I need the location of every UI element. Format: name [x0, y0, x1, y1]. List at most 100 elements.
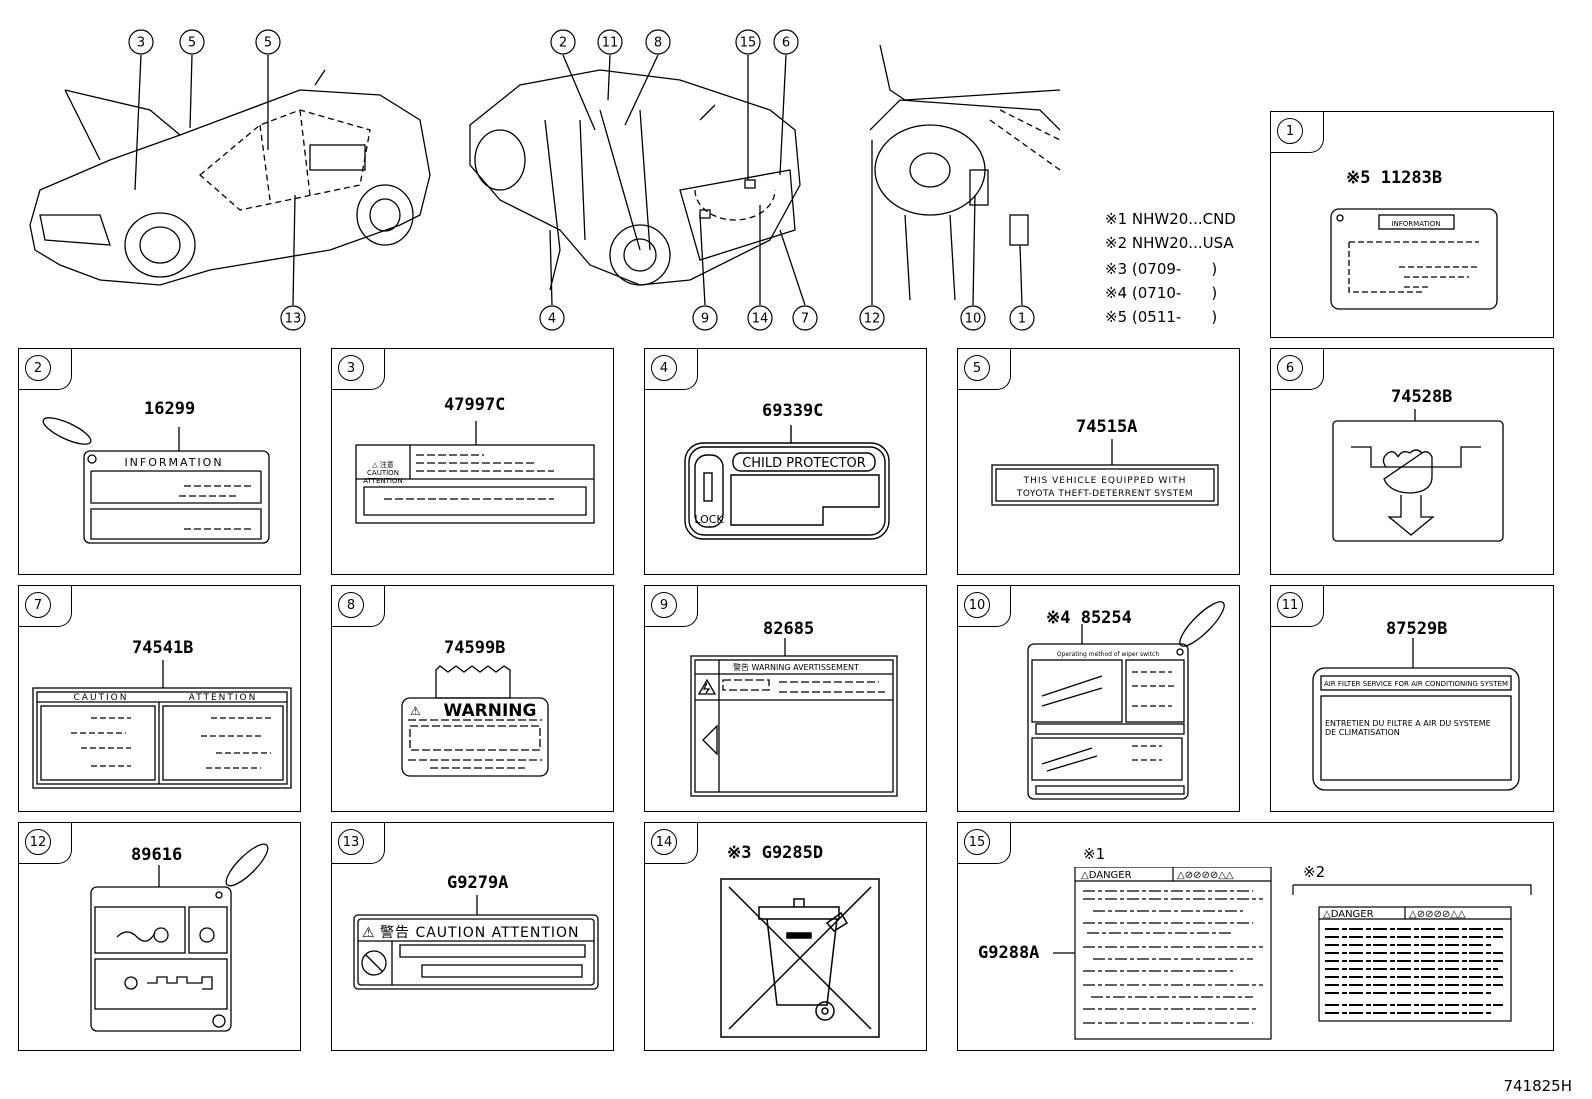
part-number: G9288A — [978, 943, 1040, 963]
callout-number: 11 — [602, 36, 619, 51]
label-heading: WARNING — [444, 701, 537, 721]
callout-12: 12 — [859, 305, 885, 331]
panel-tab — [958, 823, 1011, 864]
panel-number: 15 — [964, 829, 990, 855]
panel-tab — [19, 349, 72, 390]
panel-tab — [332, 823, 385, 864]
label-drawing — [1332, 409, 1504, 542]
variant-mark-1: ※1 — [1083, 845, 1106, 863]
applicability-note: ※1 NHW20...CND — [1105, 210, 1236, 228]
panel-number: 5 — [964, 355, 990, 381]
label-right: ATTENTION — [189, 693, 258, 703]
diagram-reference-number: 741825H — [1503, 1077, 1572, 1095]
label-drawing: ⚠ WARNING — [401, 665, 549, 777]
part-number: 47997C — [444, 395, 506, 415]
label-drawing: CAUTION ATTENTION — [32, 660, 292, 789]
label-panel-2: 2 16299 INFORMATION — [18, 348, 301, 575]
label-panel-5: 5 74515A THIS VEHICLE EQUIPPED WITH TOYO… — [957, 348, 1240, 575]
callout-number: 13 — [285, 312, 302, 327]
callout-11: 11 — [597, 29, 623, 55]
callout-15: 15 — [735, 29, 761, 55]
label-line-1: AIR FILTER SERVICE FOR AIR CONDITIONING … — [1324, 680, 1508, 688]
callout-10: 10 — [960, 305, 986, 331]
callout-number: 12 — [864, 312, 881, 327]
panel-tab — [1271, 112, 1324, 153]
crossed-bin-icon — [720, 878, 880, 1038]
danger-heading-2: △DANGER — [1323, 909, 1374, 920]
part-number: ※5 11283B — [1346, 168, 1443, 188]
callout-number: 14 — [752, 312, 769, 327]
part-number: 74515A — [1076, 417, 1138, 437]
panel-number: 7 — [25, 592, 51, 618]
label-drawing: 警告 WARNING AVERTISSEMENT — [690, 638, 898, 797]
panel-number: 8 — [338, 592, 364, 618]
variant-mark-2: ※2 — [1303, 863, 1326, 881]
hazard-symbols-1: △⊘⊘⊘⊘△△ — [1177, 870, 1234, 881]
label-panel-15: 15 ※1 ※2 G9288A △DANGER △⊘⊘⊘⊘△△ △DANGER … — [957, 822, 1554, 1051]
label-drawing: Operating method of wiper switch — [1027, 601, 1225, 800]
part-number: ※4 85254 — [1046, 608, 1132, 628]
label-panel-9: 9 82685 警告 WARNING AVERTISSEMENT — [644, 585, 927, 812]
callout-7: 7 — [792, 305, 818, 331]
part-number: 16299 — [144, 399, 196, 419]
label-drawing: INFORMATION — [1330, 208, 1498, 310]
panel-tab — [1271, 586, 1324, 627]
callout-number: 4 — [548, 312, 556, 327]
label-drawing — [90, 843, 269, 1032]
panel-tab — [1271, 349, 1324, 390]
panel-number: 3 — [338, 355, 364, 381]
panel-number: 14 — [651, 829, 677, 855]
label-panel-12: 12 89616 — [18, 822, 301, 1051]
panel-number: 6 — [1277, 355, 1303, 381]
panel-tab — [958, 349, 1011, 390]
callout-number: 3 — [137, 36, 145, 51]
panel-tab — [19, 586, 72, 627]
callout-3: 3 — [128, 29, 154, 55]
label-drawing: INFORMATION — [42, 417, 270, 544]
panel-number: 10 — [964, 592, 990, 618]
label-drawing: ⚠ 警告 CAUTION ATTENTION — [353, 895, 599, 990]
label-panel-7: 7 74541B CAUTION ATTENTION — [18, 585, 301, 812]
label-drawing: AIR FILTER SERVICE FOR AIR CONDITIONING … — [1312, 638, 1520, 791]
applicability-note: ※5 (0511- ) — [1105, 308, 1218, 326]
panel-tab — [645, 823, 698, 864]
part-number: ※3 G9285D — [727, 843, 824, 863]
applicability-note: ※4 (0710- ) — [1105, 284, 1218, 302]
part-number: 74528B — [1391, 387, 1453, 407]
label-left: CAUTION — [74, 693, 129, 703]
panel-number: 1 — [1277, 118, 1303, 144]
panel-tab — [645, 586, 698, 627]
applicability-note: ※2 NHW20...USA — [1105, 234, 1234, 252]
label-heading: INFORMATION — [124, 456, 223, 469]
panel-number: 4 — [651, 355, 677, 381]
panel-tab — [958, 586, 1011, 627]
callout-number: 2 — [559, 36, 567, 51]
label-drawing: CHILD PROTECTOR LOCK — [684, 425, 890, 540]
panel-number: 11 — [1277, 592, 1303, 618]
label-drawing: △DANGER △⊘⊘⊘⊘△△ △DANGER △⊘⊘⊘⊘△△ — [1053, 867, 1532, 1040]
lock-text: LOCK — [694, 513, 724, 526]
callout-number: 5 — [188, 36, 196, 51]
label-panel-10: 10 ※4 85254 Operating method of wiper sw… — [957, 585, 1240, 812]
label-panel-11: 11 87529B AIR FILTER SERVICE FOR AIR CON… — [1270, 585, 1554, 812]
label-line-2: ENTRETIEN DU FILTRE A AIR DU SYSTEME — [1325, 719, 1491, 728]
callout-5: 5 — [255, 29, 281, 55]
callout-number: 5 — [264, 36, 272, 51]
label-line-2: TOYOTA THEFT-DETERRENT SYSTEM — [1016, 489, 1193, 499]
panel-number: 12 — [25, 829, 51, 855]
callout-number: 1 — [1018, 312, 1026, 327]
callout-9: 9 — [692, 305, 718, 331]
panel-number: 13 — [338, 829, 364, 855]
panel-tab — [332, 349, 385, 390]
warning-triangle-icon: ⚠ — [410, 704, 421, 718]
panel-number: 9 — [651, 592, 677, 618]
label-heading: Operating method of wiper switch — [1057, 651, 1159, 658]
danger-text-2: DANGER — [1331, 909, 1374, 920]
warning-triangle-icon: ⚠ — [362, 925, 375, 941]
callout-13: 13 — [280, 305, 306, 331]
callout-number: 6 — [782, 36, 790, 51]
